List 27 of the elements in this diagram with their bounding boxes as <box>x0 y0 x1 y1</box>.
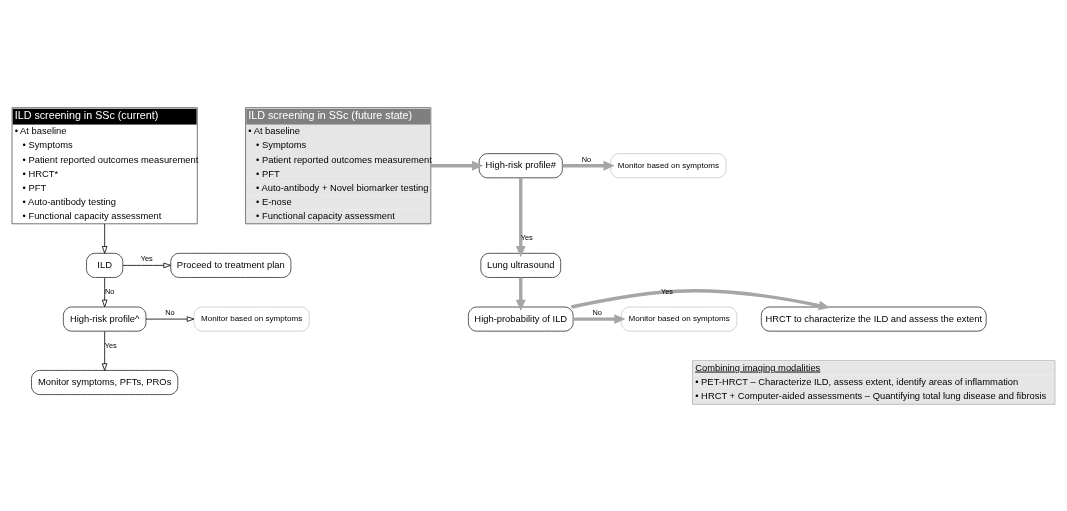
edge-label: No <box>165 307 175 317</box>
arrow <box>573 313 626 324</box>
arrow <box>571 288 830 310</box>
edge-label: Yes <box>520 232 533 242</box>
arrow <box>515 277 526 311</box>
node-box: Monitor symptoms, PFTs, PROs <box>31 369 179 395</box>
edge-label: No <box>592 307 602 317</box>
arrow <box>101 276 108 307</box>
arrow <box>122 262 171 268</box>
edge-label: No <box>581 154 592 164</box>
node-box: High-probability of ILD <box>468 306 574 331</box>
edge-label: Yes <box>104 340 117 350</box>
node-box: HRCT to characterize the ILD and assess the extent <box>761 306 987 331</box>
edge-label: Yes <box>140 253 153 263</box>
edge-label: No <box>104 286 115 296</box>
arrow <box>430 160 484 171</box>
node-box: High-risk profile^ <box>63 306 147 331</box>
edge-label: Yes <box>661 286 674 296</box>
node-box: ILD <box>86 252 124 278</box>
arrow <box>515 177 526 257</box>
arrow <box>101 222 108 254</box>
node-box: Lung ultrasound <box>480 252 561 278</box>
arrow <box>145 315 195 322</box>
arrow <box>101 330 108 371</box>
node-box: High-risk profile# <box>478 152 563 178</box>
arrow <box>562 160 615 171</box>
node-box: Proceed to treatment plan <box>170 252 292 278</box>
